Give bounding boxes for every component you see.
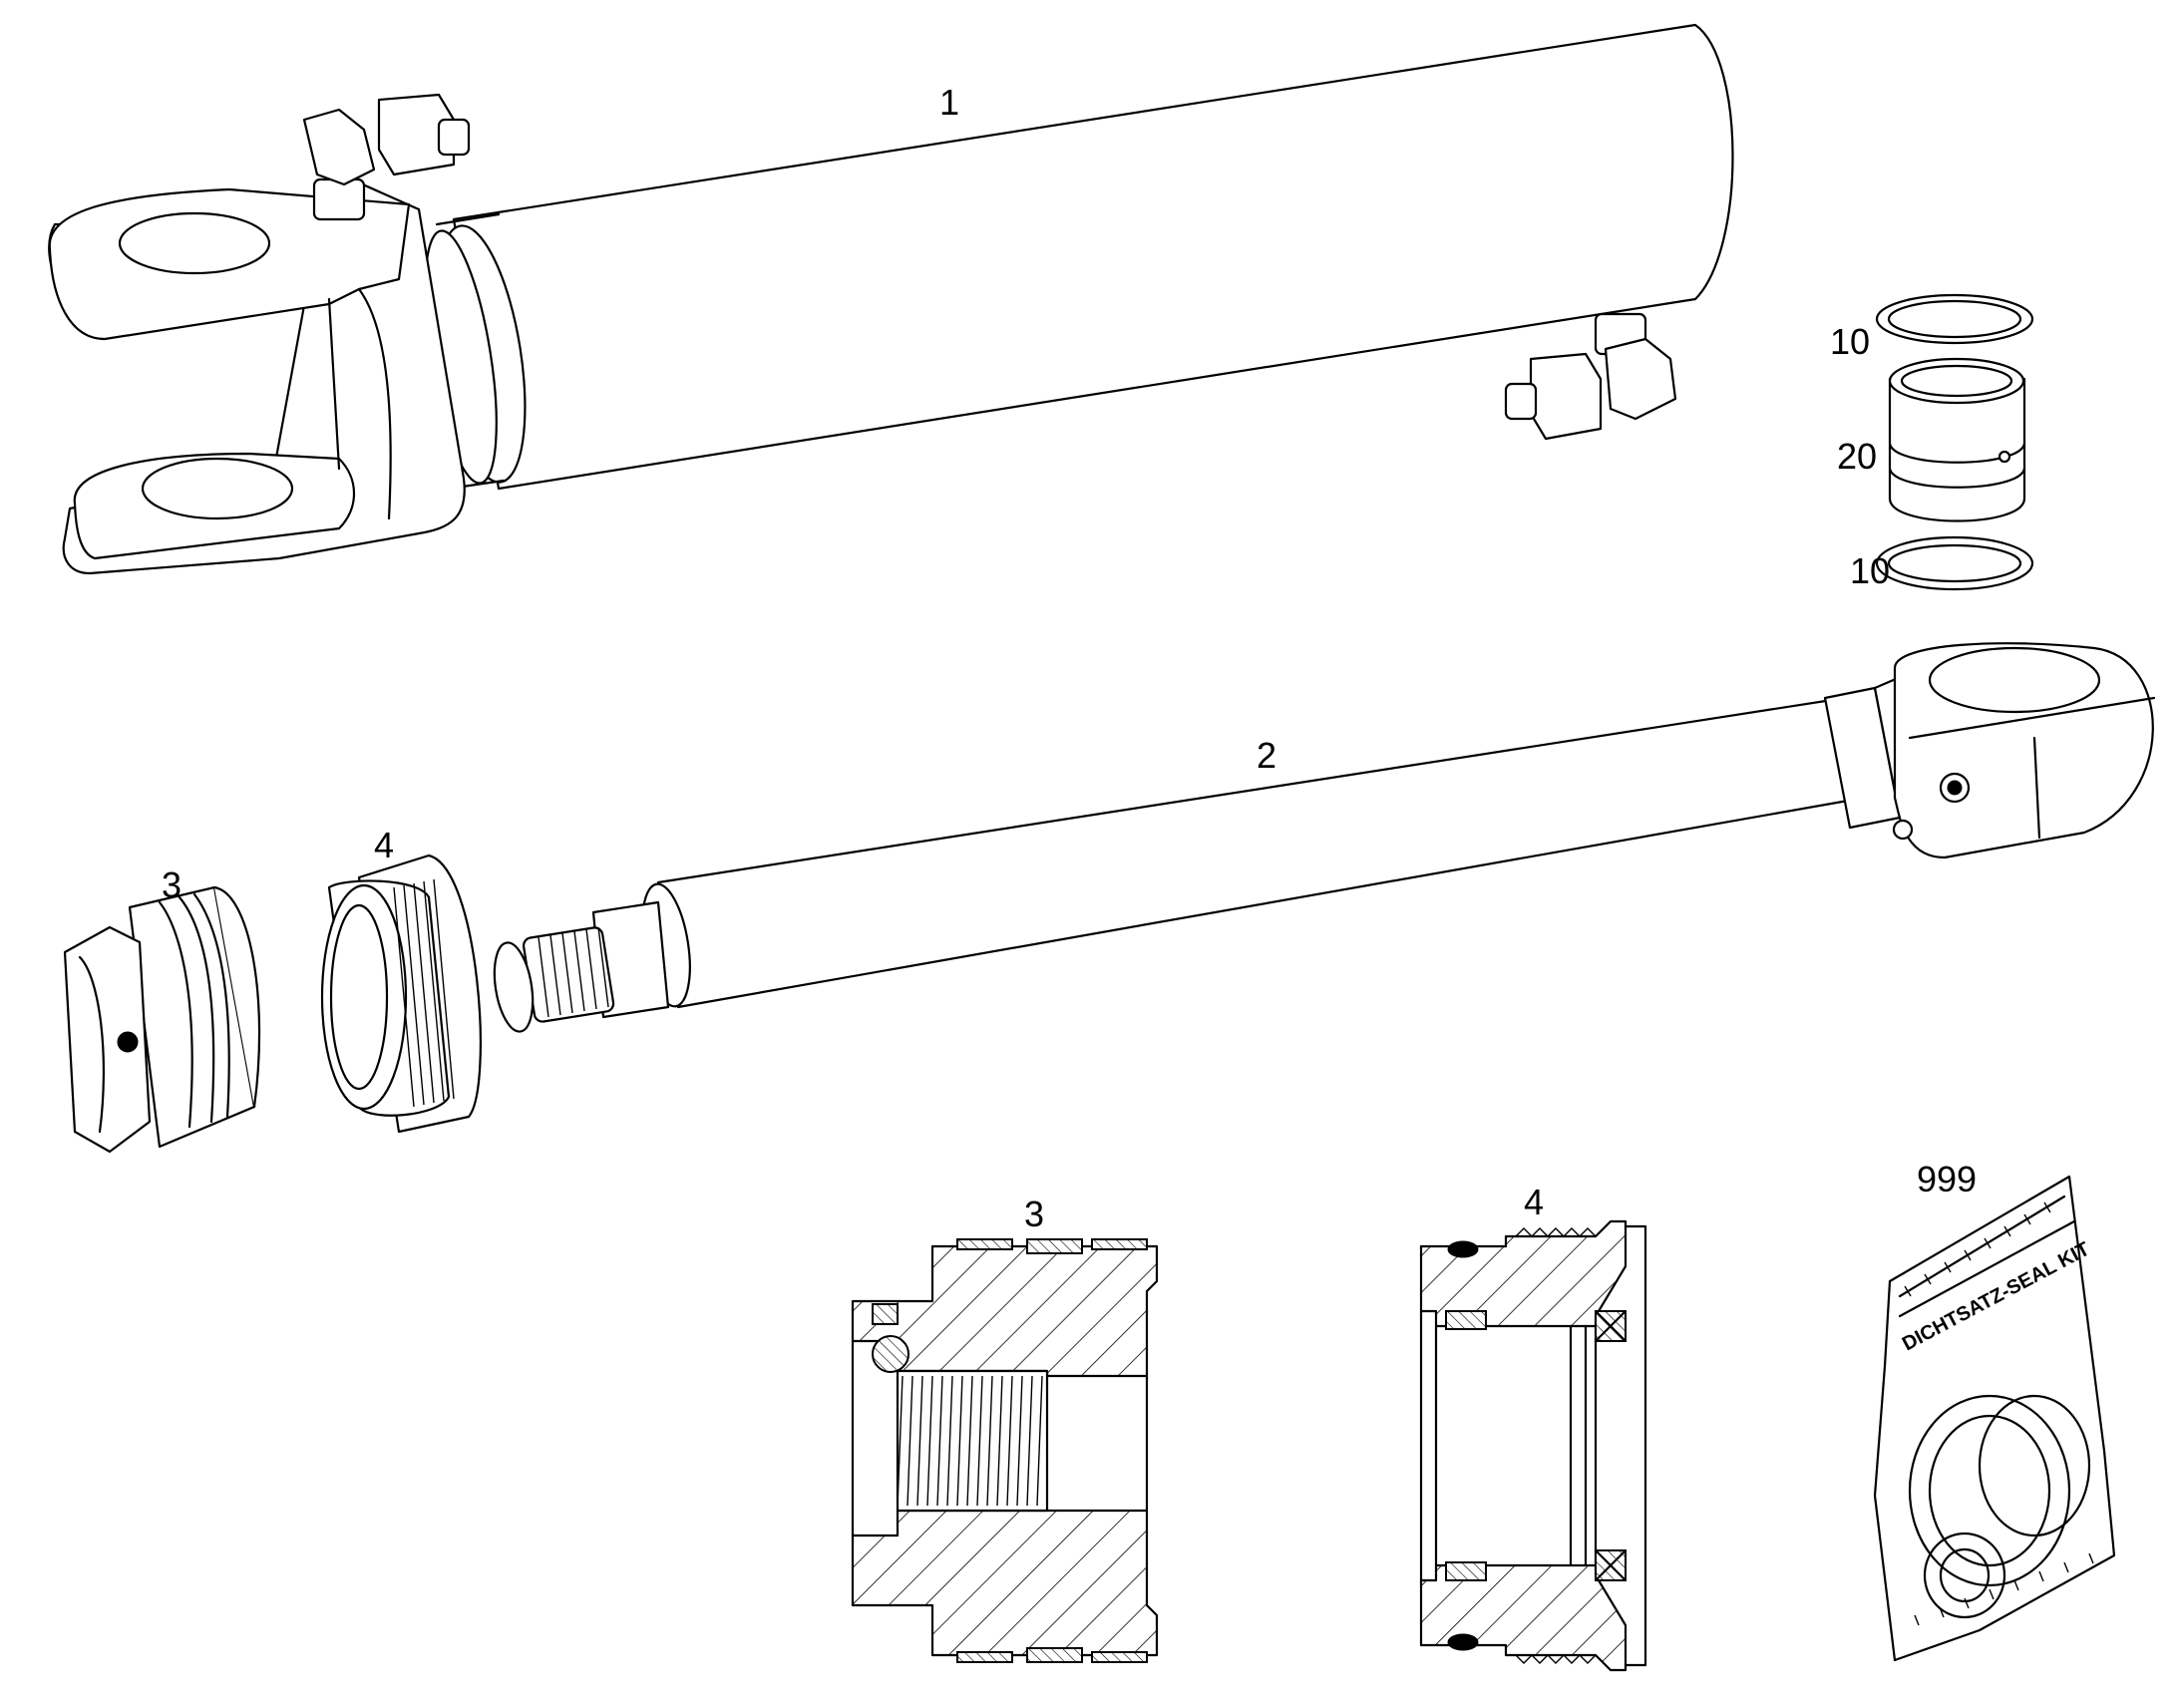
guide-head-cross-section [1419, 1219, 1647, 1672]
callout-10-top: 10 [1830, 321, 1870, 362]
callout-3: 3 [162, 864, 182, 905]
callout-20: 20 [1837, 436, 1877, 477]
port-fitting-top [302, 93, 471, 221]
callout-1: 1 [939, 82, 959, 123]
wiper-ring-top [1875, 293, 2034, 345]
callout-999: 999 [1917, 1159, 1977, 1199]
seal-kit-bag: DICHTSATZ-SEAL KIT [1873, 1175, 2116, 1662]
callout-10-bottom: 10 [1850, 550, 1890, 591]
port-fitting-bottom [1504, 312, 1677, 441]
cylinder-tube [48, 23, 1734, 575]
callout-3-section: 3 [1024, 1194, 1044, 1234]
piston-3d [63, 885, 261, 1154]
callout-2: 2 [1257, 735, 1276, 776]
seal-rings-icon [1908, 1394, 2091, 1619]
guide-head-3d [320, 854, 482, 1134]
wiper-ring-bottom [1875, 535, 2034, 591]
bushing [1888, 357, 2026, 522]
piston-rod [493, 642, 2156, 1033]
callout-4: 4 [374, 825, 394, 865]
rod-thread [493, 900, 670, 1033]
callout-4-section: 4 [1524, 1182, 1544, 1222]
piston-cross-section [851, 1238, 1159, 1663]
